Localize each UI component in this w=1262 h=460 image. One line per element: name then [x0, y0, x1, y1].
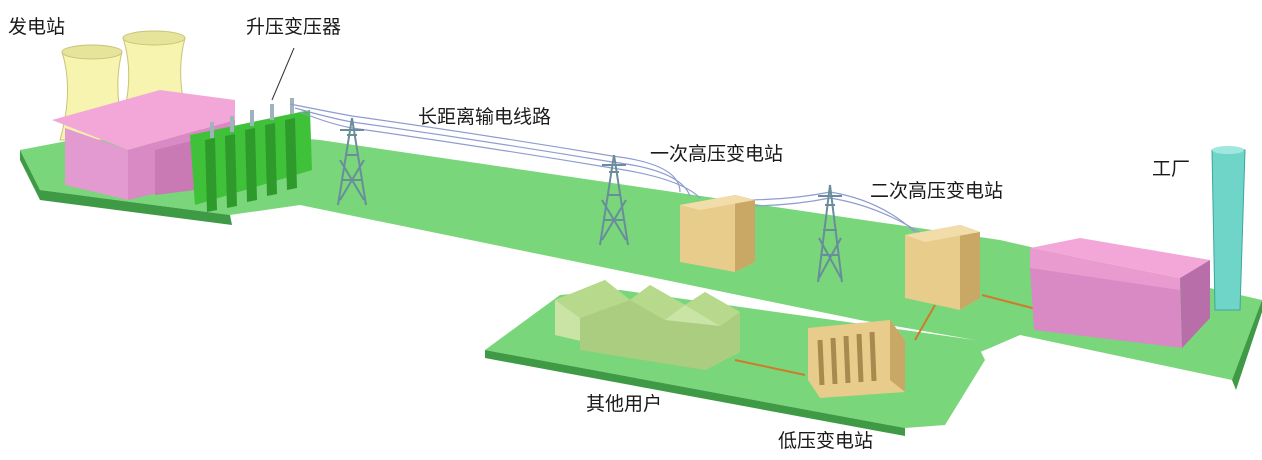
label-long-distance-line: 长距离输电线路 — [418, 106, 552, 128]
label-other-users: 其他用户 — [586, 393, 663, 415]
factory — [1030, 146, 1246, 348]
primary-hv-substation — [680, 195, 755, 272]
main-ground-edge — [20, 150, 232, 225]
main-ground-top — [20, 125, 1262, 380]
transmission-towers — [337, 117, 843, 283]
tower-2 — [599, 154, 629, 246]
distribution-cables — [734, 294, 1041, 376]
label-factory: 工厂 — [1152, 158, 1191, 180]
label-low-voltage-substation: 低压变电站 — [778, 430, 874, 452]
tower-1 — [337, 117, 367, 206]
low-voltage-substation — [808, 320, 905, 398]
branch-ground-edge — [485, 350, 905, 436]
label-secondary-hv-substation: 二次高压变电站 — [870, 180, 1004, 202]
factory-chimney — [1211, 147, 1246, 311]
secondary-hv-substation — [905, 225, 980, 310]
tower-3 — [817, 184, 843, 283]
other-users-building — [555, 280, 740, 370]
label-step-up-transformer: 升压变压器 — [246, 16, 342, 38]
transmission-lines — [289, 103, 926, 237]
step-up-transformer — [190, 98, 312, 212]
label-primary-hv-substation: 一次高压变电站 — [650, 143, 784, 165]
label-power-plant: 发电站 — [8, 16, 66, 38]
main-ground-edge-right — [1232, 300, 1262, 390]
transformer-leader-line — [271, 47, 295, 101]
